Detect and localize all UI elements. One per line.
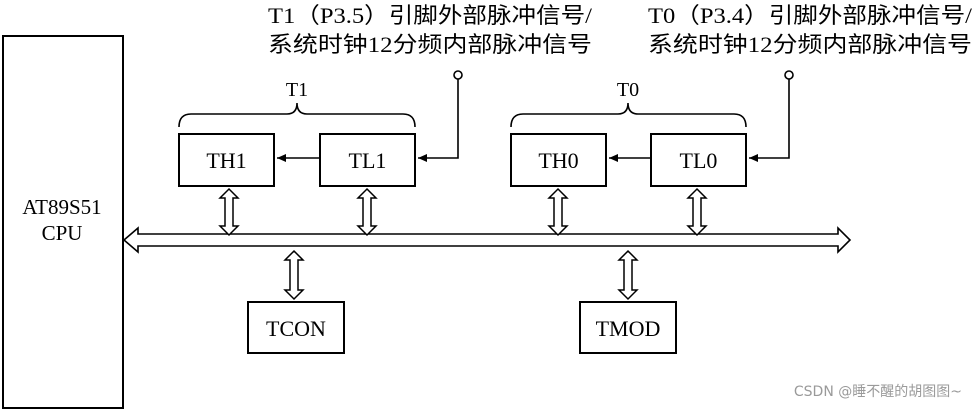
tcon-box — [247, 301, 345, 354]
th1-label: TH1 — [206, 148, 246, 173]
t1-brace — [178, 102, 416, 128]
t0-source-line1: T0（P3.4）引脚外部脉冲信号/ — [648, 3, 973, 28]
t1-input-line — [418, 79, 459, 162]
t1-source-line2: 系统时钟12分频内部脉冲信号 — [268, 32, 592, 57]
t0-group-label: T0 — [617, 79, 639, 101]
th1-bus-connector — [218, 187, 240, 237]
tl0-bus-connector — [686, 187, 708, 237]
t1-source-line1: T1（P3.5）引脚外部脉冲信号/ — [268, 3, 593, 28]
cpu-block — [2, 35, 124, 409]
tl1-bus-connector — [356, 187, 378, 237]
t0-source-line2: 系统时钟12分频内部脉冲信号 — [648, 32, 972, 57]
tmod-bus-connector — [617, 249, 639, 301]
t1-input-terminal — [453, 70, 463, 80]
tl0-label: TL0 — [680, 148, 718, 173]
tmod-box — [579, 301, 677, 354]
tl1-box — [319, 133, 416, 187]
tmod-label: TMOD — [596, 316, 661, 341]
th1-box — [178, 133, 275, 187]
data-bus-arrow — [122, 226, 852, 254]
t0-input-line — [749, 79, 790, 162]
tcon-bus-connector — [283, 249, 305, 301]
tl0-box — [650, 133, 747, 187]
t0-brace — [510, 102, 747, 128]
th0-bus-connector — [547, 187, 569, 237]
th0-box — [510, 133, 607, 187]
t0-input-terminal — [784, 70, 794, 80]
t1-group-label: T1 — [286, 79, 308, 101]
tcon-label: TCON — [266, 316, 326, 341]
th0-label: TH0 — [538, 148, 578, 173]
cpu-label-line1: AT89S51 — [22, 195, 101, 219]
cpu-label-line2: CPU — [42, 221, 83, 245]
tl1-label: TL1 — [349, 148, 387, 173]
watermark-text: CSDN @睡不醒的胡图图~ — [794, 384, 962, 400]
